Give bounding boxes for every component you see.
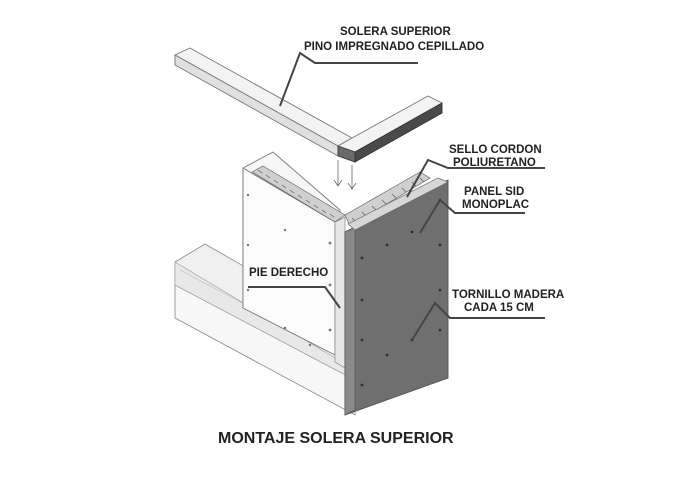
label-panel-line2: MONOPLAC <box>462 199 529 211</box>
diagram-title: MONTAJE SOLERA SUPERIOR <box>218 430 454 447</box>
label-sello-line1: SELLO CORDON <box>449 144 542 156</box>
dark-osb-panel <box>344 177 449 416</box>
label-solera-line2: PINO IMPREGNADO CEPILLADO <box>304 41 484 53</box>
leader-lines <box>248 51 545 341</box>
label-tornillo-line2: CADA 15 CM <box>464 302 534 314</box>
leader-sello <box>406 158 545 198</box>
top-plate-beam <box>174 47 443 163</box>
leader-panel <box>419 198 525 234</box>
label-solera-line1: SOLERA SUPERIOR <box>340 26 451 38</box>
leader-pie <box>248 286 341 309</box>
label-panel-line1: PANEL SID <box>464 186 524 198</box>
label-tornillo-line1: TORNILLO MADERA <box>452 289 564 301</box>
label-pie-derecho: PIE DERECHO <box>249 267 328 279</box>
label-sello-line2: POLIURETANO <box>453 157 536 169</box>
placement-arrows <box>333 160 357 190</box>
leader-tornillo <box>411 301 545 341</box>
sealant-strip <box>251 165 431 227</box>
labels: SOLERA SUPERIOR PINO IMPREGNADO CEPILLAD… <box>218 26 564 447</box>
leader-solera <box>279 51 418 107</box>
